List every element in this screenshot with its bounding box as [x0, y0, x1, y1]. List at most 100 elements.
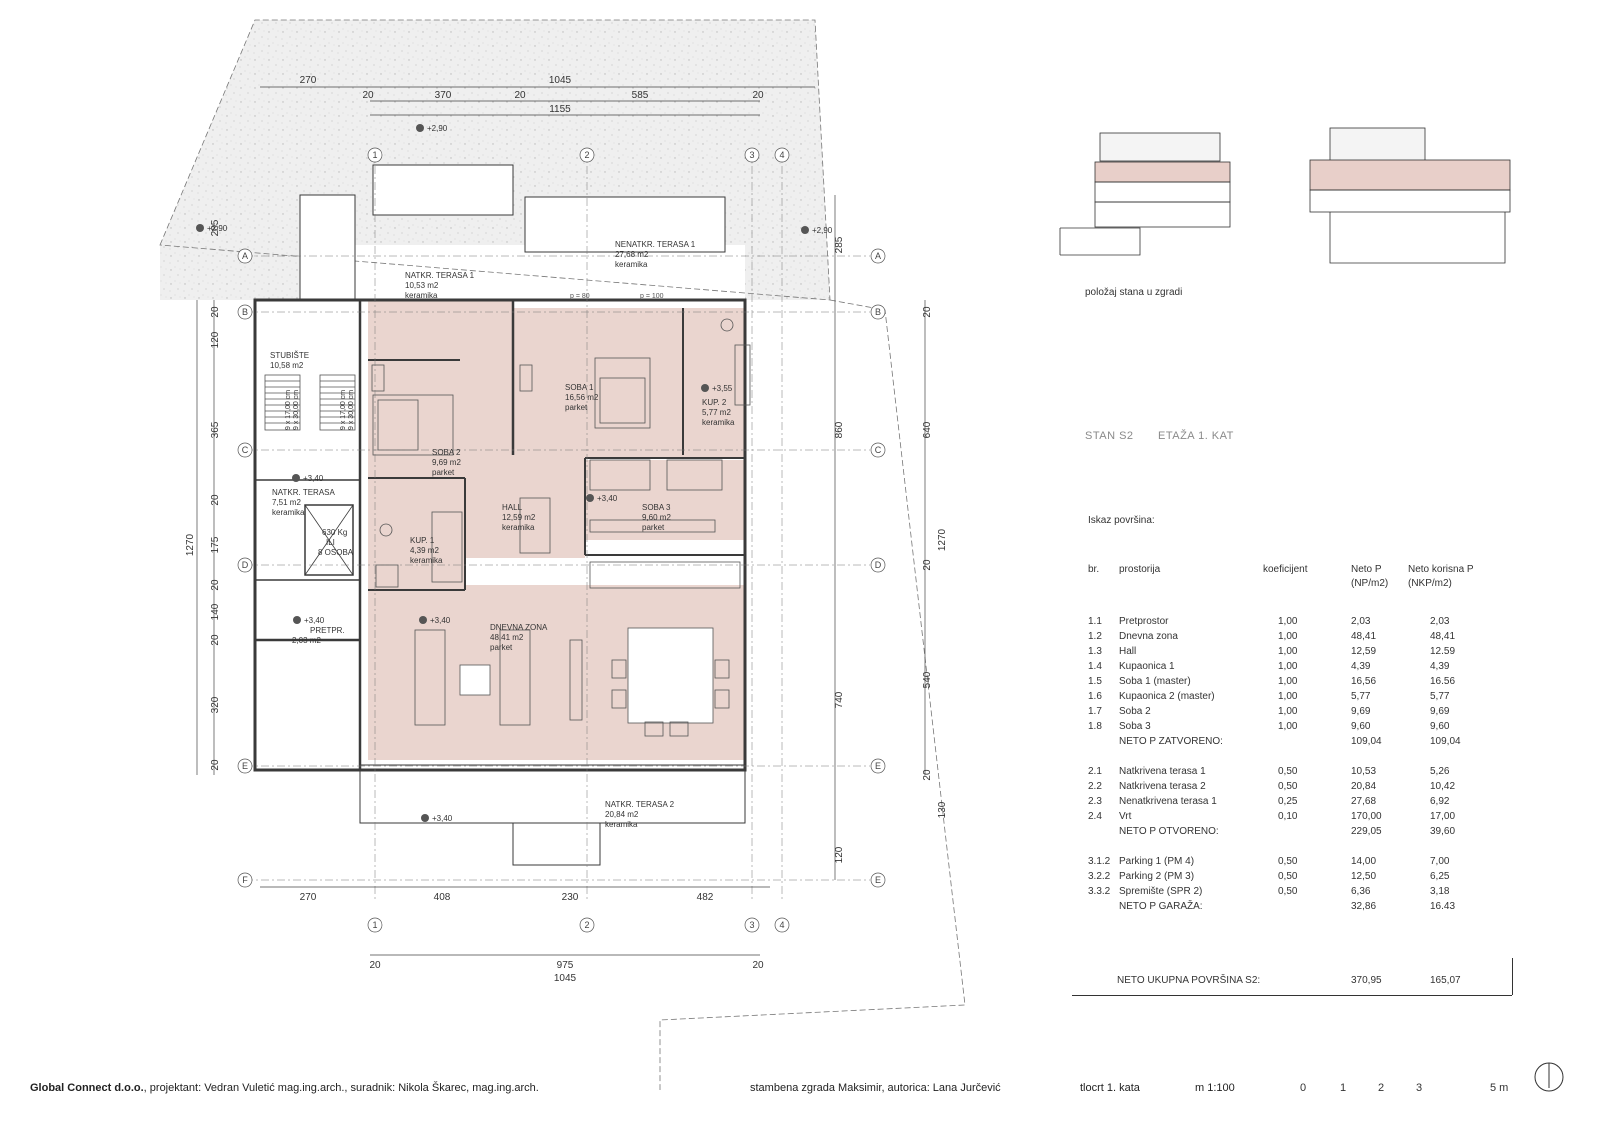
axis-label: C [875, 445, 882, 455]
row-coefficient: 0,50 [1278, 781, 1298, 792]
svg-text:KUP. 2: KUP. 2 [702, 398, 727, 407]
row-np: 12,50 [1351, 871, 1377, 882]
row-np: 4,39 [1351, 661, 1371, 672]
row-np: 9,60 [1351, 721, 1371, 732]
svg-text:4,39 m2: 4,39 m2 [410, 546, 439, 555]
level-markers: +2,90 +2,90 +2,90 +3,40 +3,40 +3,40 +3,4… [196, 124, 833, 823]
row-nkp: 16.56 [1430, 676, 1456, 687]
dimension-label: 270 [300, 892, 317, 903]
dimension-label: 585 [632, 90, 649, 101]
axis-label: A [242, 251, 248, 261]
dimension-label: 640 [922, 421, 933, 438]
dimension-label: 270 [300, 75, 317, 86]
row-number: 1.3 [1088, 646, 1102, 657]
row-nkp: 12.59 [1430, 646, 1456, 657]
subtotal-nkp: 16.43 [1430, 901, 1456, 912]
note: p = 80 [570, 293, 590, 300]
svg-text:SOBA 3: SOBA 3 [642, 503, 671, 512]
row-coefficient: 1,00 [1278, 646, 1298, 657]
company-name: Global Connect d.o.o. [30, 1082, 144, 1094]
row-room: Pretprostor [1119, 616, 1169, 627]
axis-label: D [875, 560, 882, 570]
floor-title: ETAŽA 1. KAT [1158, 430, 1234, 442]
svg-text:+3,40: +3,40 [597, 494, 618, 503]
header-cell: Neto P (NP/m2) [1351, 564, 1389, 589]
subtotal-nkp: 109,04 [1430, 736, 1461, 747]
row-nkp: 9,60 [1430, 721, 1450, 732]
axis-label: 2 [584, 150, 589, 160]
axis-label: B [242, 307, 248, 317]
svg-text:+2,90: +2,90 [812, 226, 833, 235]
row-np: 10,53 [1351, 766, 1377, 777]
credits-text: , projektant: Vedran Vuletić mag.ing.arc… [143, 1082, 539, 1094]
axis-label: 3 [749, 150, 754, 160]
axis-label: C [242, 445, 249, 455]
spacer [1088, 848, 1508, 856]
row-coefficient: 1,00 [1278, 691, 1298, 702]
svg-text:+2,90: +2,90 [207, 224, 228, 233]
row-number: 1.7 [1088, 706, 1102, 717]
row-room: Vrt [1119, 811, 1132, 822]
axis-label: A [875, 251, 881, 261]
row-nkp: 5,26 [1430, 766, 1450, 777]
header-cell: br. [1088, 564, 1100, 575]
furniture [371, 318, 751, 737]
svg-text:20,84 m2: 20,84 m2 [605, 810, 639, 819]
axis-label: 2 [584, 920, 589, 930]
dimension-label: 370 [435, 90, 452, 101]
svg-text:KUP. 1: KUP. 1 [410, 536, 435, 545]
svg-text:10,53 m2: 10,53 m2 [405, 281, 439, 290]
row-number: 2.4 [1088, 811, 1102, 822]
svg-text:parket: parket [565, 403, 588, 412]
project-name: stambena zgrada Maksimir, autorica: Lana… [750, 1082, 1001, 1094]
row-room: Kupaonica 2 (master) [1119, 691, 1215, 702]
subtotal-label: NETO P GARAŽA: [1119, 901, 1203, 912]
row-coefficient: 1,00 [1278, 676, 1298, 687]
scale-tick: 0 [1300, 1082, 1307, 1094]
dimension-label: 365 [210, 421, 221, 438]
subtotal-np: 32,86 [1351, 901, 1377, 912]
row-np: 2,03 [1351, 616, 1371, 627]
dimension-label: 540 [922, 671, 933, 688]
svg-text:2,03 m2: 2,03 m2 [292, 636, 321, 645]
svg-text:parket: parket [642, 523, 665, 532]
level-marker: +2,90 [196, 224, 228, 233]
scale-tick: 3 [1416, 1082, 1423, 1094]
scale-tick: 1 [1340, 1082, 1347, 1094]
row-number: 3.3.2 [1088, 886, 1111, 897]
room-label-pretpr: PRETPR.2,03 m2 [292, 626, 345, 645]
row-coefficient: 0,50 [1278, 871, 1298, 882]
grand-total-np: 370,95 [1351, 975, 1382, 986]
subtotal-np: 229,05 [1351, 826, 1382, 837]
svg-text:keramika: keramika [702, 418, 735, 427]
row-nkp: 6,92 [1430, 796, 1450, 807]
scale-tick: 5 m [1490, 1082, 1509, 1094]
staircase [264, 374, 356, 431]
row-np: 5,77 [1351, 691, 1371, 702]
subtotal-label: NETO P ZATVORENO: [1119, 736, 1223, 747]
axis-label: 4 [779, 920, 784, 930]
svg-text:keramika: keramika [502, 523, 535, 532]
dimension-label: 1045 [549, 75, 572, 86]
row-number: 3.1.2 [1088, 856, 1111, 867]
row-number: 2.3 [1088, 796, 1102, 807]
dimension-label: 482 [697, 892, 714, 903]
dimension-label: 20 [210, 579, 221, 591]
row-room: Nenatkrivena terasa 1 [1119, 796, 1217, 807]
row-room: Natkrivena terasa 1 [1119, 766, 1206, 777]
subtotal-nkp: 39,60 [1430, 826, 1456, 837]
